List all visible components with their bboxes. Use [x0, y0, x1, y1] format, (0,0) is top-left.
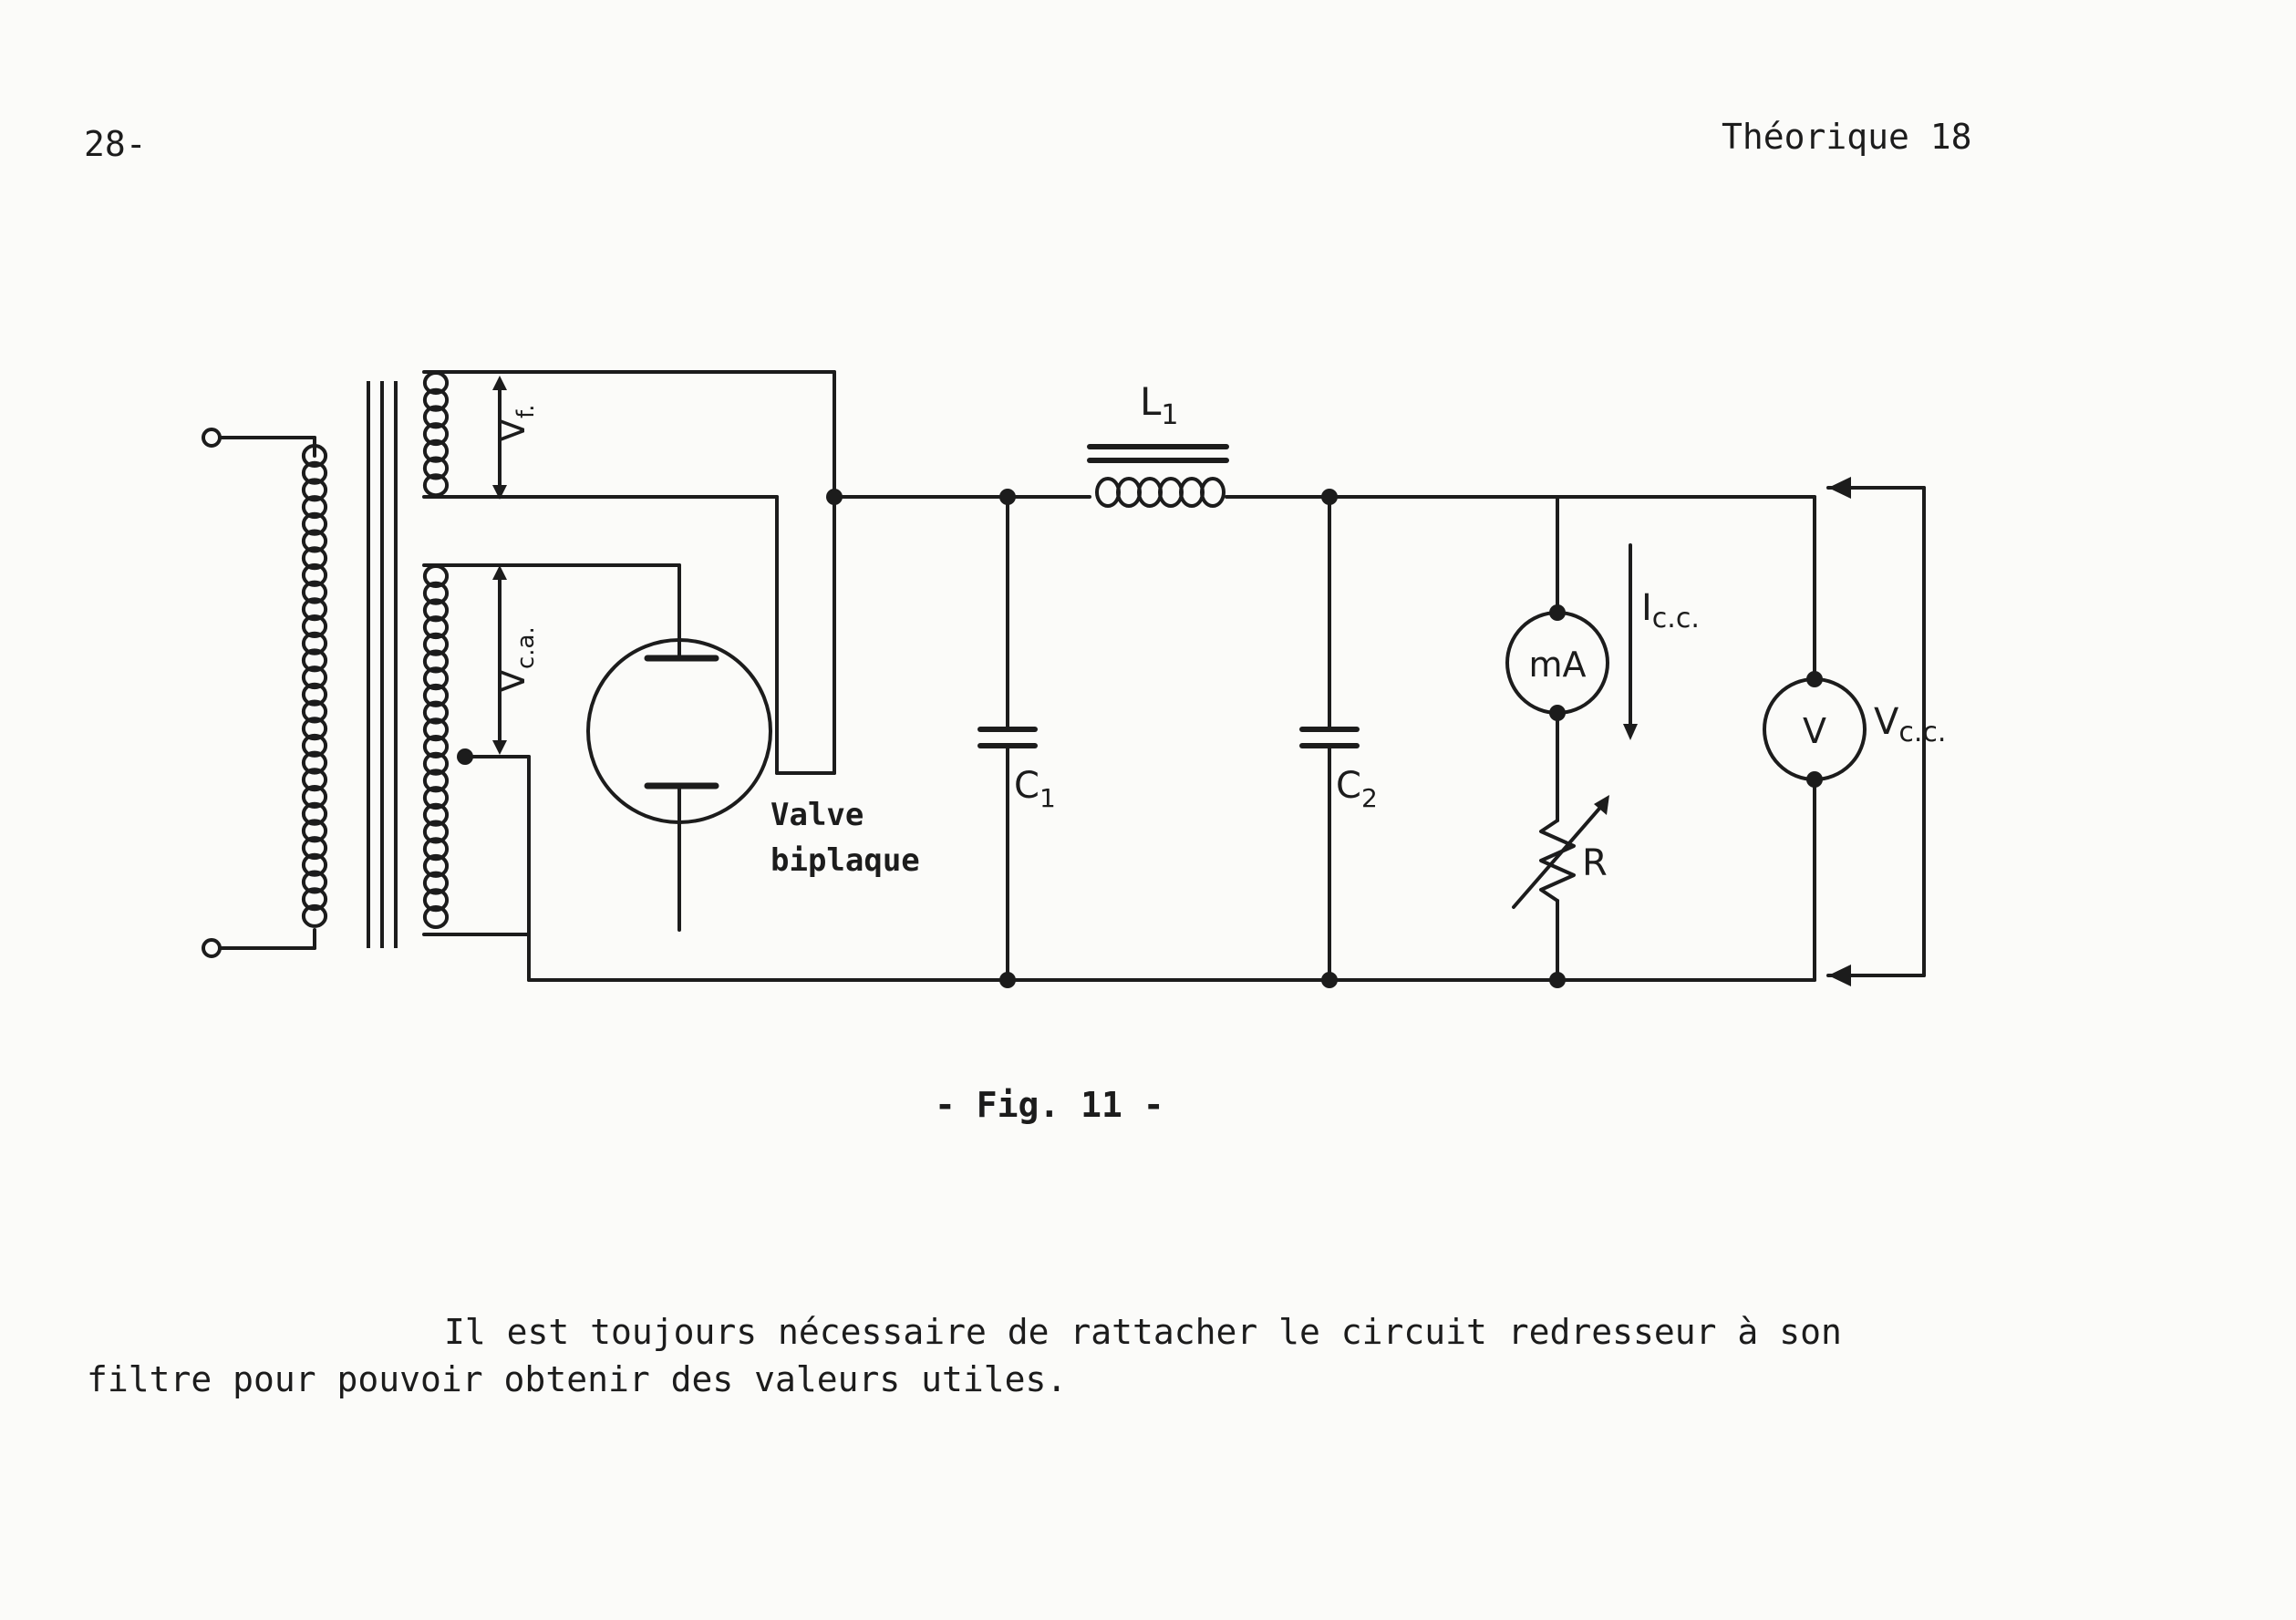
- junction-dot: [826, 489, 843, 505]
- variable-resistor-arrow: [1512, 800, 1607, 909]
- coil-turn: [301, 733, 328, 758]
- junction-dot: [457, 748, 473, 765]
- coil-turn: [301, 580, 328, 604]
- paragraph-line-1: Il est toujours nécessaire de rattacher …: [444, 1312, 1842, 1352]
- paragraph-line-2: filtre pour pouvoir obtenir des valeurs …: [87, 1359, 1068, 1399]
- coil-turn: [301, 785, 328, 809]
- coil-turn: [422, 888, 450, 913]
- coil-turn: [301, 682, 328, 707]
- valve-label-line1: Valve: [771, 797, 864, 833]
- coil-turn: [422, 769, 450, 793]
- coil-turn: [422, 581, 450, 605]
- coil-turn: [422, 837, 450, 862]
- filament-voltage-label: Vf.: [492, 404, 540, 442]
- coil-turn: [422, 700, 450, 725]
- coil-turn: [422, 871, 450, 895]
- coil-turn: [422, 905, 450, 929]
- coil-turn: [301, 836, 328, 861]
- coil-turn: [422, 405, 450, 429]
- coil-turn: [422, 751, 450, 776]
- body-paragraph: Il est toujours nécessaire de rattacher …: [87, 1308, 2093, 1403]
- inductor-label: L1: [1140, 379, 1179, 431]
- inductor-turn: [1137, 477, 1163, 508]
- input-terminal-top: [202, 428, 222, 448]
- coil-turn: [301, 460, 328, 485]
- coil-turn: [422, 615, 450, 640]
- coil-turn: [301, 631, 328, 655]
- coil-turn: [422, 598, 450, 623]
- resistor-zigzag: [1539, 819, 1576, 903]
- coil-turn: [422, 786, 450, 810]
- capacitor2-label: C2: [1336, 765, 1378, 813]
- coil-turn: [301, 870, 328, 894]
- page-number: 28-: [84, 124, 147, 164]
- coil-turn: [422, 632, 450, 656]
- transformer-core: [367, 381, 398, 948]
- inductor-turn: [1200, 477, 1226, 508]
- coil-turn: [301, 699, 328, 724]
- junction-dot: [1321, 972, 1338, 988]
- coil-turn: [301, 887, 328, 912]
- coil-turn: [301, 750, 328, 775]
- coil-turn: [301, 852, 328, 877]
- junction-dot: [1549, 705, 1566, 721]
- plate-voltage-label: Vc.a.: [492, 626, 540, 693]
- coil-turn: [301, 666, 328, 690]
- inductor-coil: [1095, 477, 1226, 508]
- coil-turn: [422, 422, 450, 447]
- coil-turn: [422, 666, 450, 691]
- coil-turn: [301, 546, 328, 571]
- capacitor1-label: C1: [1014, 765, 1056, 813]
- inductor-turn: [1158, 477, 1184, 508]
- junction-dot: [999, 489, 1016, 505]
- coil-turn: [301, 768, 328, 792]
- figure-caption: - Fig. 11 -: [935, 1085, 1164, 1125]
- coil-turn: [422, 820, 450, 844]
- coil-turn: [422, 802, 450, 827]
- input-terminal-bottom: [202, 938, 222, 958]
- milliammeter-label: mA: [1528, 645, 1586, 685]
- junction-dot: [1806, 671, 1823, 687]
- junction-dot: [1321, 489, 1338, 505]
- coil-turn: [422, 387, 450, 412]
- coil-turn: [301, 529, 328, 553]
- coil-turn: [422, 735, 450, 758]
- coil-turn: [301, 444, 328, 468]
- coil-turn: [301, 903, 328, 928]
- voltmeter-label: V: [1803, 711, 1826, 751]
- output-voltage-label: Vc.c.: [1874, 701, 1946, 748]
- coil-turn: [422, 439, 450, 463]
- primary-coil: [301, 444, 328, 928]
- running-title: Théorique 18: [1722, 117, 1972, 157]
- coil-turn: [422, 683, 450, 707]
- coil-turn: [301, 614, 328, 638]
- coil-turn: [301, 717, 328, 741]
- junction-dot: [999, 972, 1016, 988]
- resistor-label: R: [1582, 842, 1608, 884]
- inductor-turn: [1116, 477, 1142, 508]
- valve-label-line2: biplaque: [771, 842, 920, 879]
- coil-turn: [301, 511, 328, 536]
- coil-turn: [301, 495, 328, 520]
- junction-dot: [1549, 604, 1566, 621]
- coil-turn: [301, 597, 328, 622]
- coil-turn: [301, 819, 328, 843]
- coil-turn: [422, 853, 450, 878]
- coil-turn: [301, 801, 328, 826]
- inductor-turn: [1179, 477, 1205, 508]
- junction-dot: [1549, 972, 1566, 988]
- filament-coil: [422, 371, 450, 498]
- coil-turn: [422, 649, 450, 674]
- high-voltage-coil: [422, 564, 450, 929]
- coil-turn: [422, 717, 450, 742]
- inductor-turn: [1095, 477, 1121, 508]
- current-label: Ic.c.: [1641, 587, 1700, 635]
- coil-turn: [301, 562, 328, 587]
- junction-dot: [1806, 771, 1823, 788]
- coil-turn: [422, 456, 450, 480]
- coil-turn: [301, 648, 328, 673]
- coil-turn: [301, 478, 328, 502]
